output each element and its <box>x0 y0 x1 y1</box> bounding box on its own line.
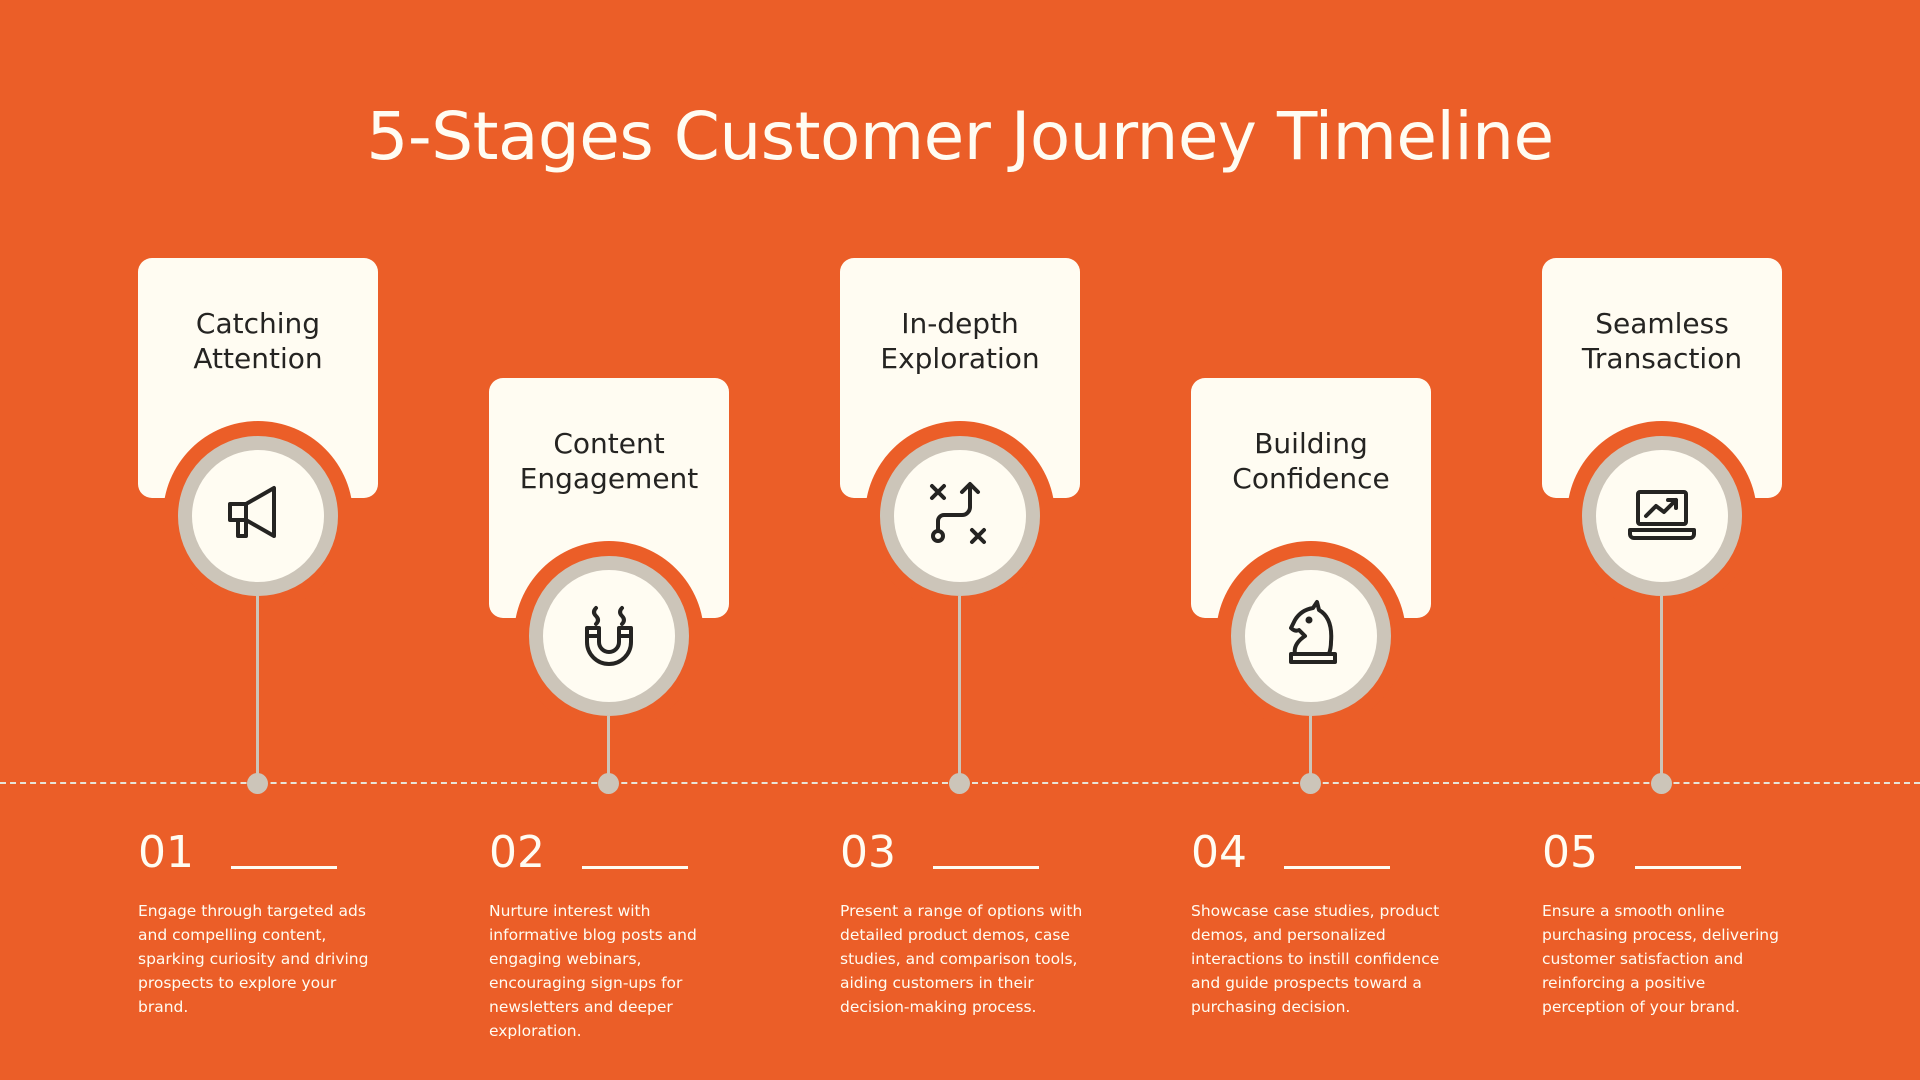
timeline-connector <box>1309 716 1312 774</box>
timeline-connector <box>256 596 259 774</box>
stage-description: Ensure a smooth online purchasing proces… <box>1542 902 1779 1016</box>
number-underline <box>933 866 1039 869</box>
magnet-icon <box>569 594 649 678</box>
page-title: 5-Stages Customer Journey Timeline <box>366 98 1554 175</box>
stage-number: 04 <box>1191 827 1247 878</box>
icon-ring <box>880 436 1040 596</box>
number-underline <box>231 866 337 869</box>
timeline-dot <box>1651 773 1672 794</box>
stage-title: Seamless Transaction <box>1581 307 1743 375</box>
strategy-path-icon <box>920 474 1000 558</box>
timeline-connector <box>958 596 961 774</box>
stage-description: Engage through targeted ads and compelli… <box>138 902 369 1016</box>
number-underline <box>1284 866 1390 869</box>
stage-number: 03 <box>840 827 896 878</box>
timeline-dot <box>1300 773 1321 794</box>
stage-description: Nurture interest with informative blog p… <box>489 902 697 1040</box>
timeline-dot <box>598 773 619 794</box>
stage-number: 01 <box>138 827 194 878</box>
stage-description: Present a range of options with detailed… <box>840 902 1083 1016</box>
stage-description: Showcase case studies, product demos, an… <box>1191 902 1440 1016</box>
laptop-growth-icon <box>1622 474 1702 558</box>
megaphone-icon <box>218 474 298 558</box>
number-underline <box>1635 866 1741 869</box>
stage-card: Content Engagement <box>489 378 729 618</box>
icon-ring <box>178 436 338 596</box>
stage-title: In-depth Exploration <box>880 307 1040 375</box>
icon-ring <box>1231 556 1391 716</box>
stage-title: Catching Attention <box>193 307 323 375</box>
stage-number: 02 <box>489 827 545 878</box>
chess-knight-icon <box>1271 594 1351 678</box>
timeline-connector <box>607 716 610 774</box>
timeline-dot <box>949 773 970 794</box>
timeline-connector <box>1660 596 1663 774</box>
number-underline <box>582 866 688 869</box>
stage-card: Building Confidence <box>1191 378 1431 618</box>
icon-ring <box>529 556 689 716</box>
timeline-dot <box>247 773 268 794</box>
stage-number: 05 <box>1542 827 1598 878</box>
stage-title: Content Engagement <box>519 427 699 495</box>
icon-ring <box>1582 436 1742 596</box>
stage-title: Building Confidence <box>1232 427 1390 495</box>
